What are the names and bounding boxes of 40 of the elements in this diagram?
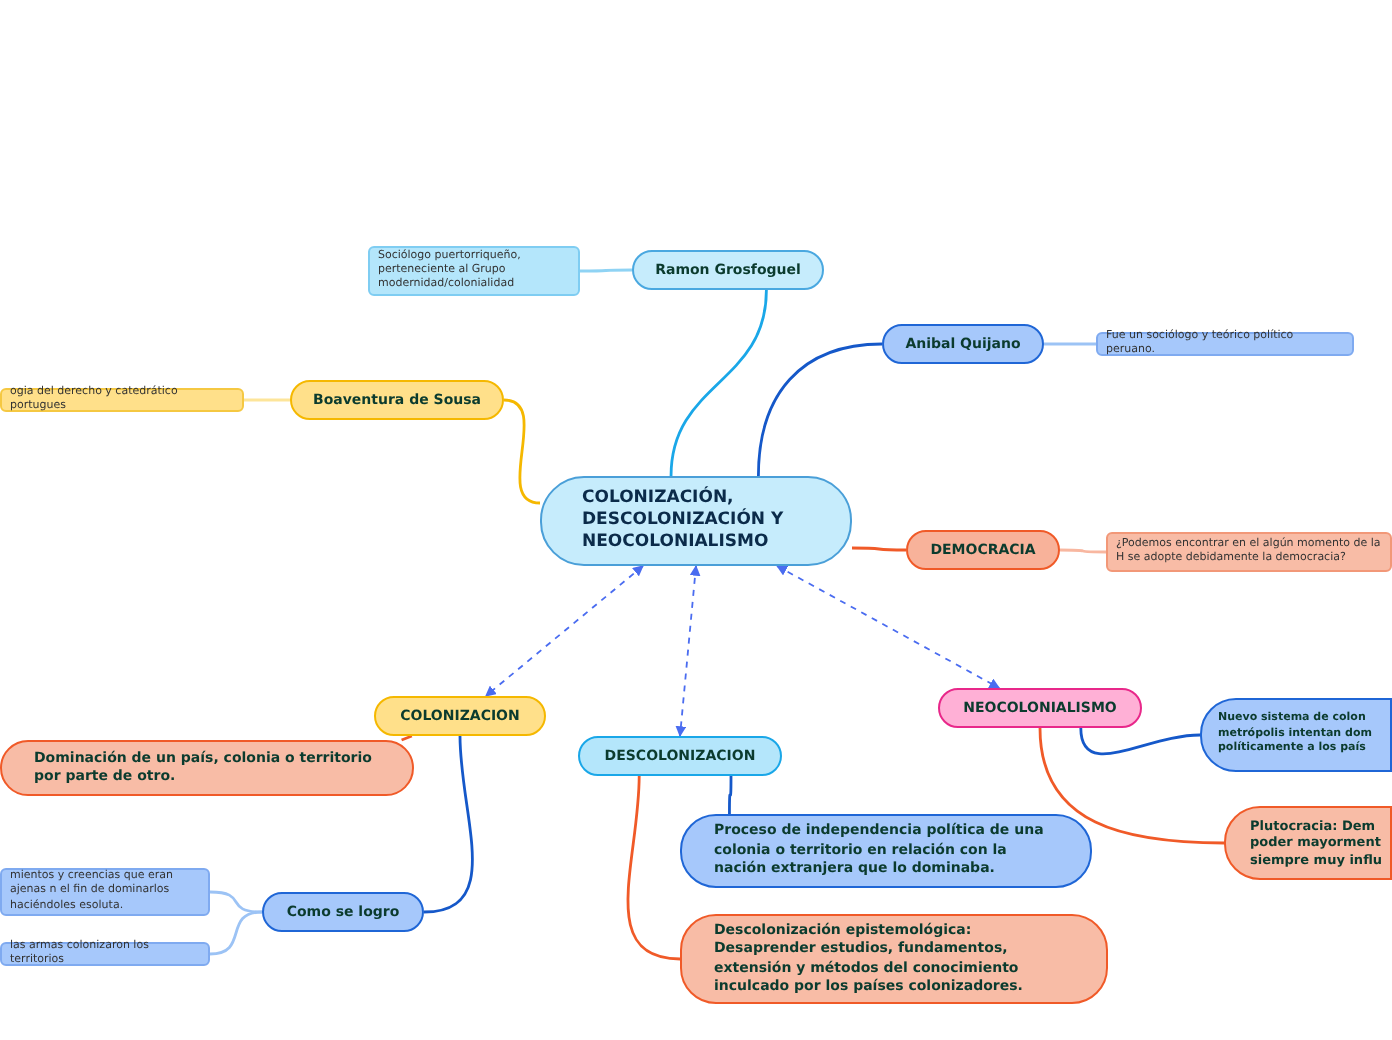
connector bbox=[1060, 548, 1106, 554]
connector bbox=[1044, 342, 1096, 346]
connector bbox=[580, 268, 632, 273]
topic-box bbox=[290, 380, 504, 420]
connector bbox=[1079, 727, 1201, 756]
connector bbox=[1038, 727, 1225, 845]
topic-box bbox=[578, 736, 782, 776]
note-box bbox=[0, 942, 210, 966]
description-box bbox=[680, 914, 1108, 1004]
topic-box bbox=[374, 696, 546, 736]
dashed-arrow bbox=[675, 564, 701, 738]
central-topic-text: COLONIZACIÓN, DESCOLONIZACIÓN Y NEOCOLONIALISMO bbox=[582, 487, 786, 555]
connector bbox=[669, 289, 768, 477]
connector bbox=[757, 342, 883, 477]
note-box bbox=[0, 868, 210, 916]
topic-box bbox=[632, 250, 824, 290]
connector bbox=[728, 776, 733, 814]
connector bbox=[209, 890, 263, 914]
description-box bbox=[680, 814, 1092, 888]
note-box bbox=[368, 246, 580, 296]
topic-box bbox=[262, 892, 424, 932]
note-box bbox=[1096, 332, 1354, 356]
connector bbox=[244, 398, 290, 402]
topic-box bbox=[882, 324, 1044, 364]
description-box bbox=[0, 740, 414, 796]
connector bbox=[401, 734, 413, 742]
topic-box bbox=[906, 530, 1060, 570]
connector bbox=[209, 910, 263, 956]
note-box bbox=[0, 388, 244, 412]
connector bbox=[503, 398, 541, 505]
dashed-arrow bbox=[484, 565, 644, 697]
description-box bbox=[1200, 698, 1392, 772]
dashed-arrow bbox=[776, 565, 1001, 689]
description-box bbox=[1224, 806, 1392, 880]
note-box bbox=[1106, 532, 1392, 572]
connector bbox=[626, 775, 681, 961]
central-topic-box bbox=[540, 476, 852, 566]
connector bbox=[852, 546, 906, 552]
connector bbox=[423, 735, 474, 914]
topic-box bbox=[938, 688, 1142, 728]
